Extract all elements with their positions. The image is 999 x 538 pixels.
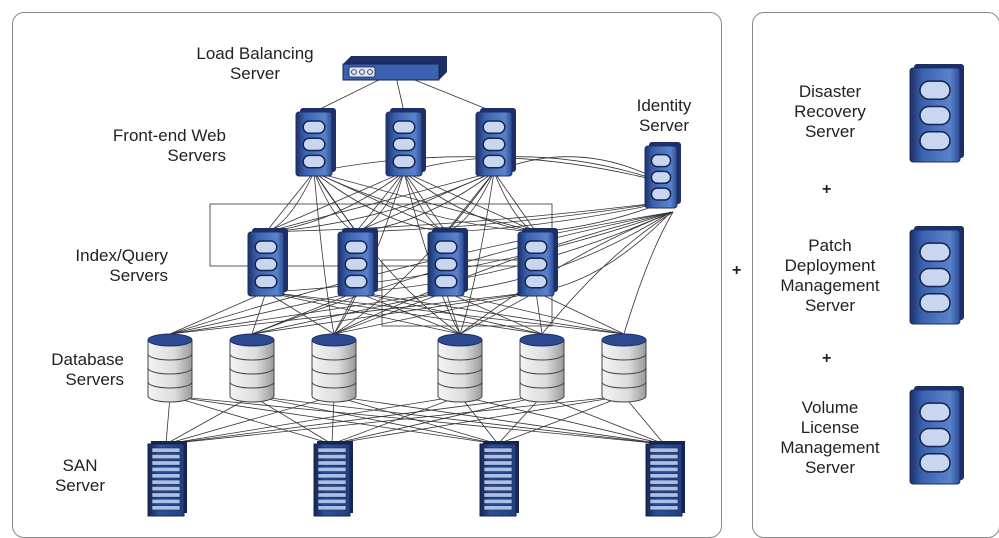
volume-license-management-server-label: Volume License Management Server — [780, 398, 880, 477]
web-server-icon-2 — [385, 108, 426, 177]
san-server-icon-4 — [645, 441, 685, 517]
identity-server-icon — [644, 142, 681, 209]
database-icon-5 — [519, 333, 565, 403]
san-server-icon-1 — [147, 441, 187, 517]
connection-lines — [165, 71, 674, 445]
identity-server-label: Identity Server — [636, 96, 692, 135]
plus-sign-1: + — [822, 181, 832, 198]
database-icon-2 — [229, 333, 275, 403]
front-end-web-servers-label: Front-end Web Servers — [112, 126, 226, 165]
database-icon-1 — [147, 333, 193, 403]
disaster-recovery-server-label: Disaster Recovery Server — [794, 82, 866, 141]
index-server-icon-3 — [427, 228, 468, 297]
index-server-icon-2 — [337, 228, 378, 297]
load-balancing-server-label: Load Balancing Server — [196, 44, 314, 83]
san-server-icon-3 — [479, 441, 519, 517]
database-servers-label: Database Servers — [51, 350, 124, 389]
san-server-icon-2 — [313, 441, 353, 517]
index-server-icon-1 — [247, 228, 288, 297]
san-server-label: SAN Server — [54, 456, 106, 495]
database-icon-4 — [437, 333, 483, 403]
plus-sign-between-panels: + — [732, 262, 742, 279]
patch-deployment-server-icon — [909, 226, 964, 325]
web-server-icon-3 — [475, 108, 516, 177]
index-server-icon-4 — [517, 228, 558, 297]
index-query-servers-label: Index/Query Servers — [75, 246, 168, 285]
load-balancer-icon — [342, 56, 447, 81]
database-icon-3 — [311, 333, 357, 403]
plus-sign-2: + — [822, 350, 832, 367]
patch-deployment-management-server-label: Patch Deployment Management Server — [780, 236, 880, 315]
database-icon-6 — [601, 333, 647, 403]
disaster-recovery-server-icon — [909, 64, 964, 163]
volume-license-server-icon — [909, 386, 964, 485]
web-server-icon-1 — [295, 108, 336, 177]
